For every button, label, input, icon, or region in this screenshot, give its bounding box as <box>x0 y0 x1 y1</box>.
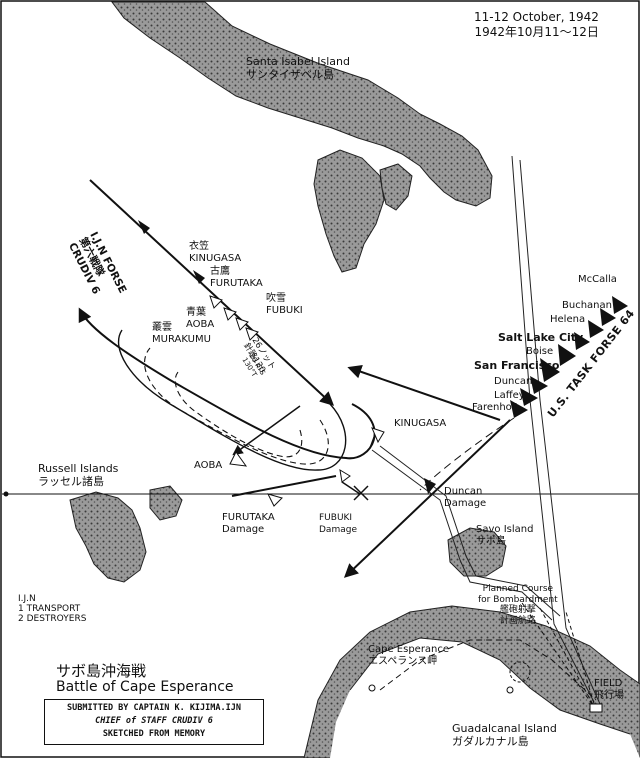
aoba-arrow <box>232 405 301 456</box>
fubuki-damage-label: FUBUKI Damage <box>319 513 357 535</box>
ship-furutaka-label: 古鷹 FURUTAKA <box>210 266 263 289</box>
ship-fubuki-label: 吹雪 FUBUKI <box>266 293 303 316</box>
reference-dot <box>3 491 9 497</box>
us-ship-buchanan <box>600 308 616 326</box>
cape-esperance-label: Cape Esperance エスペランス岬 <box>368 644 450 667</box>
santa-isabel-island-shape <box>111 1 493 207</box>
savo-island-label: Savo Island サボ島 <box>476 524 534 547</box>
us-ship-helena <box>588 320 604 338</box>
us-ship-label-san-francisco: San Francisco <box>474 359 560 372</box>
credit-box: SUBMITTED BY CAPTAIN K. KIJIMA.IJN CHIEF… <box>44 699 264 745</box>
field-dashed-lines <box>519 599 597 711</box>
russell-islands-shape-2 <box>149 485 183 521</box>
credit-line-3: SKETCHED FROM MEMORY <box>102 729 206 739</box>
santa-isabel-islet-2-shape <box>379 163 413 211</box>
kinugasa-event-label: KINUGASA <box>394 418 447 429</box>
map-title-en: Battle of Cape Esperance <box>56 679 234 695</box>
credit-line-1: SUBMITTED BY CAPTAIN K. KIJIMA.IJN <box>67 703 241 713</box>
santa-isabel-label: Santa Isabel Island サンタイザベル島 <box>246 55 350 81</box>
us-ship-boise <box>558 344 576 366</box>
santa-isabel-islet-shape <box>313 149 385 273</box>
us-ship-farenholt <box>510 400 528 418</box>
us-ship-label-helena: Helena <box>550 314 586 325</box>
us-ship-mccalla <box>612 296 628 314</box>
ijn-inbound-track <box>89 179 335 406</box>
date-en: 11-12 October, 1942 <box>474 10 599 24</box>
map-title-jp: サボ島沖海戦 <box>56 662 147 680</box>
planned-course-label: Planned Course for Bombardment 艦砲射撃 計画航路 <box>478 584 558 626</box>
field-mark <box>589 703 603 713</box>
ship-murakumu-label: 叢雲 MURAKUMU <box>152 322 211 345</box>
us-ship-label-boise: Boise <box>526 346 554 357</box>
planned-course-line-2 <box>379 445 561 617</box>
us-fire-arrow-up <box>347 365 501 421</box>
ijn-loop-2 <box>117 329 347 471</box>
credit-line-2: CHIEF of STAFF CRUDIV 6 <box>95 716 213 726</box>
date-jp: 1942年10月11〜12日 <box>474 25 599 39</box>
transport-track <box>379 639 597 701</box>
us-ship-label-buchanan: Buchanan <box>562 300 612 311</box>
aoba-event-label: AOBA <box>194 460 223 471</box>
duncan-damage-label: Duncan Damage <box>444 486 487 509</box>
us-ship-label-farenholt: Farenholt <box>472 402 519 413</box>
guadalcanal-coast-line <box>349 637 631 735</box>
ijn-outbound-aoba <box>231 475 337 497</box>
ship-kinugasa-label: 衣笠 KINUGASA <box>189 241 242 264</box>
cape-esperance-coast-white <box>330 638 640 758</box>
russell-islands-shape <box>69 491 147 583</box>
us-ship-laffey <box>520 388 538 406</box>
us-ship-san-francisco <box>540 358 560 382</box>
us-ship-label-laffey: Laffey <box>494 390 525 401</box>
duncan-damage-mark <box>424 478 436 494</box>
us-ship-label-salt-lake-city: Salt Lake City <box>498 331 584 344</box>
ijn-loop-3 <box>144 347 329 465</box>
us-track-line <box>511 155 595 703</box>
russell-islands-label: Russell Islands ラッセル諸島 <box>38 462 119 488</box>
date-label: 11-12 October, 1942 1942年10月11〜12日 <box>474 10 599 40</box>
us-ship-salt-lake-city <box>574 332 590 350</box>
us-ship-duncan <box>530 376 548 394</box>
ijn-transport-label: I.J.N 1 TRANSPORT 2 DESTROYERS <box>18 594 87 624</box>
us-ship-label-mccalla: McCalla <box>578 274 617 285</box>
guadalcanal-label: Guadalcanal Island ガダルカナル島 <box>452 722 557 748</box>
us-ship-label-duncan: Duncan <box>494 376 533 387</box>
ijn-loop-4 <box>174 369 303 458</box>
ship-aoba-label: 青葉 AOBA <box>186 307 215 330</box>
field-circle <box>509 661 531 683</box>
us-fire-arrow-down <box>343 419 511 578</box>
field-label: FIELD 飛行場 <box>594 678 624 701</box>
furutaka-damage-label: FURUTAKA Damage <box>222 512 275 535</box>
savo-island-shape <box>447 527 507 577</box>
